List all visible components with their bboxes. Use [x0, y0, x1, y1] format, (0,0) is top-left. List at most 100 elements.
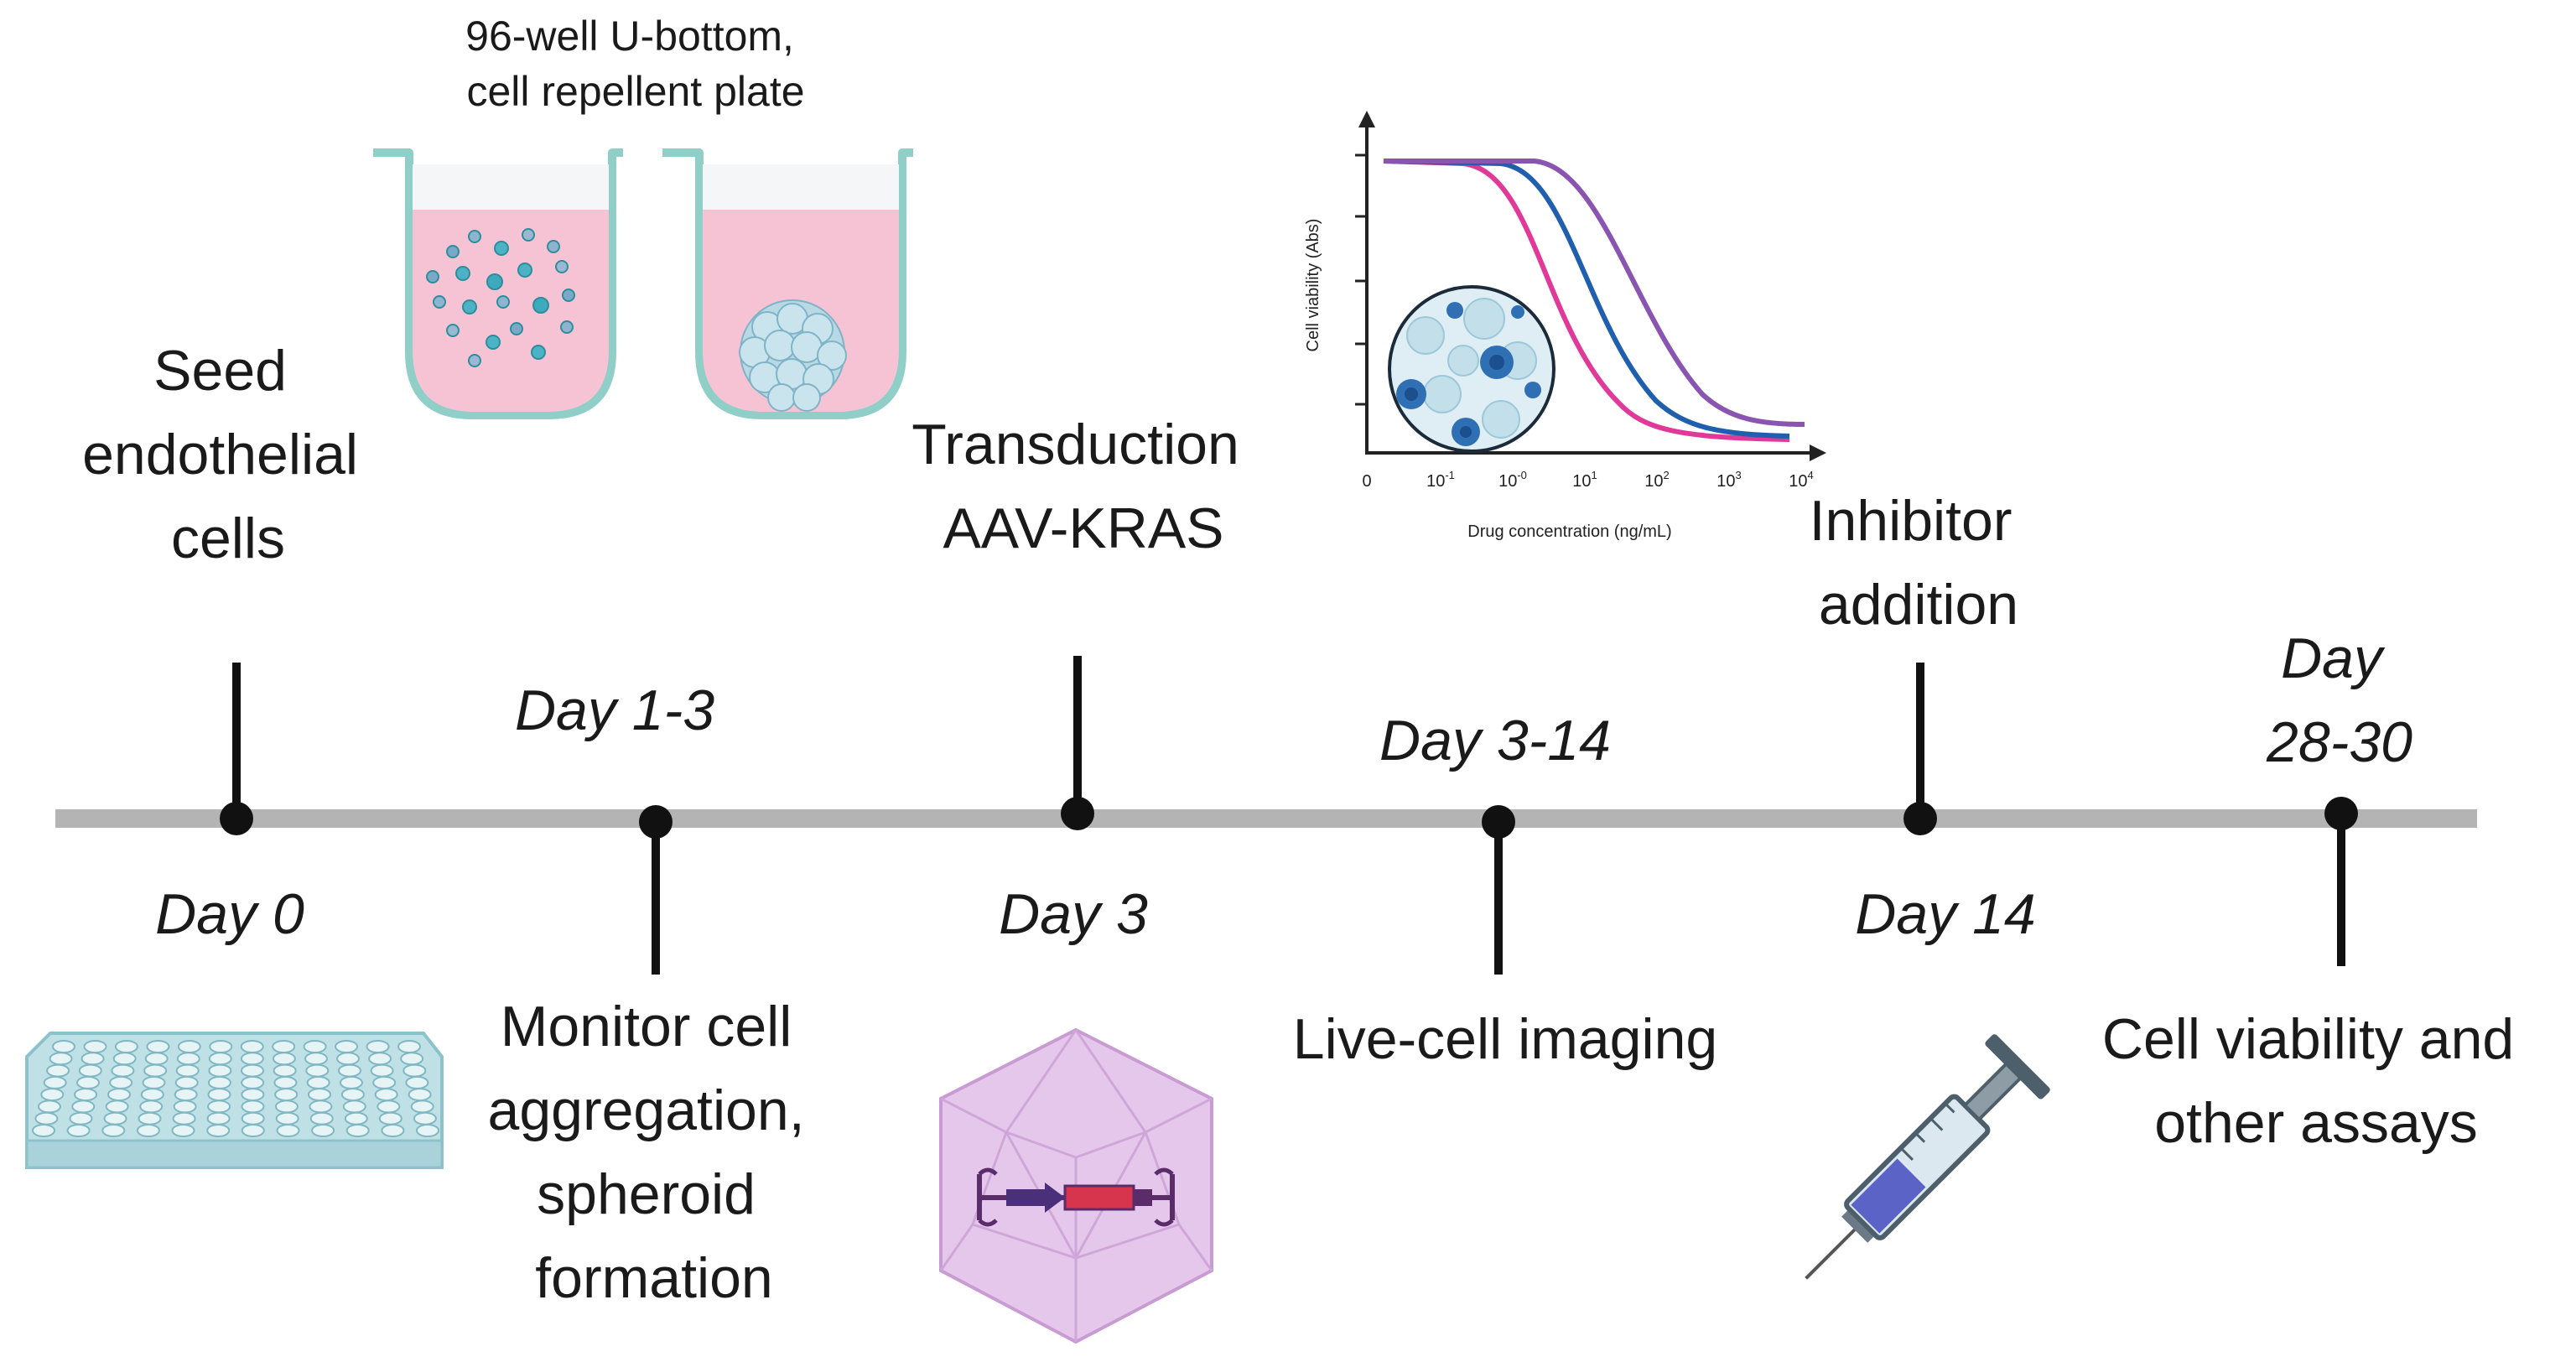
plate-well [43, 1075, 67, 1089]
plate-well [240, 1052, 264, 1066]
day-1-3-label: Day 1-3 [515, 678, 714, 742]
y-axis-arrow [1358, 111, 1375, 127]
plate-well [311, 1124, 335, 1137]
plate-caption: 96-well U-bottom, cell repellent plate [465, 13, 806, 115]
plate-well [144, 1052, 169, 1066]
plate-well [372, 1075, 397, 1089]
timeline-markers [232, 656, 2345, 975]
plate-well [206, 1124, 231, 1137]
plate-well [413, 1111, 437, 1125]
x-tick-label: 102 [1644, 469, 1669, 491]
transduction-label-line: AAV-KRAS [943, 496, 1223, 560]
plate-well [274, 1099, 299, 1114]
plate-well [109, 1075, 133, 1089]
plate-caption-line: cell repellent plate [466, 68, 804, 115]
plate-well [344, 1111, 368, 1125]
marker-dot-day14 [1903, 802, 1937, 835]
plate-well [111, 1063, 135, 1078]
seed-label-line: Seed [153, 339, 287, 403]
plate-well [274, 1088, 299, 1102]
cell-micrograph-inset [1388, 285, 1555, 453]
plate-well [114, 1040, 138, 1053]
plate-well [177, 1040, 201, 1053]
plate-well [107, 1088, 131, 1102]
imaging-label: Live-cell imaging [1293, 1007, 1717, 1071]
plate-well [241, 1099, 265, 1114]
plate-well [136, 1124, 160, 1137]
plate-well [408, 1088, 432, 1102]
plate-well [336, 1052, 360, 1066]
plate-well [40, 1088, 65, 1102]
plate-well [171, 1124, 195, 1137]
plate-well [374, 1088, 398, 1102]
plate-well [83, 1040, 107, 1053]
transduction-label-line: Transduction [911, 413, 1239, 476]
marker-dot-day1-3 [639, 805, 673, 839]
plate-well [80, 1052, 105, 1066]
plate-well [273, 1075, 298, 1089]
marker-dot-day3-14 [1482, 805, 1515, 839]
plate-well [275, 1111, 299, 1125]
plate-well [74, 1088, 98, 1102]
seed-label-line: endothelial [82, 423, 358, 486]
plate-well [66, 1124, 91, 1137]
plate-well [140, 1088, 164, 1102]
plate-well [176, 1052, 200, 1066]
x-tick-label: 101 [1572, 469, 1597, 491]
monitor-label: Monitor cell aggregation, spheroid forma… [488, 995, 821, 1310]
series-curve [1383, 159, 1790, 442]
plate-well [112, 1052, 137, 1066]
plate-well [405, 1075, 429, 1089]
plate-well [69, 1111, 93, 1125]
96-well-plate-illustration [25, 1032, 444, 1169]
plate-well [101, 1124, 126, 1137]
u-well-spheroid-illustration [662, 148, 913, 419]
inhibitor-label-line: addition [1819, 573, 2018, 637]
plate-well [273, 1063, 297, 1078]
plate-well [76, 1075, 100, 1089]
plate-well [174, 1088, 198, 1102]
plate-well [308, 1088, 331, 1102]
seed-label: Seed endothelial cells [82, 339, 374, 570]
assays-label: Cell viability and other assays [2102, 1007, 2530, 1155]
plate-well [272, 1052, 296, 1066]
plate-well [37, 1099, 61, 1114]
dose-response-chart: Cell viability (Abs) Drug concentration … [1304, 111, 1826, 541]
x-axis-label: Drug concentration (ng/mL) [1467, 522, 1671, 541]
plate-wells [32, 1040, 439, 1137]
plate-well [206, 1111, 231, 1125]
plate-well [305, 1063, 330, 1078]
plate-well [241, 1124, 265, 1137]
aav-kras-construct [977, 1167, 1175, 1227]
plate-well [34, 1111, 59, 1125]
seed-label-line: cells [171, 507, 285, 570]
plate-well [368, 1052, 392, 1066]
day-3-label: Day 3 [999, 882, 1148, 946]
day-14-label: Day 14 [1855, 882, 2035, 946]
day-0-label: Day 0 [155, 882, 304, 946]
plate-well [304, 1052, 328, 1066]
plate-well [103, 1111, 127, 1125]
plate-well [342, 1099, 366, 1114]
plate-well [172, 1111, 196, 1125]
x-tick-label: 0 [1362, 472, 1371, 491]
plate-well [78, 1063, 102, 1078]
syringe-illustration [1805, 1034, 2050, 1280]
day-3-14-label: Day 3-14 [1379, 709, 1611, 772]
monitor-label-line: Monitor cell [501, 995, 792, 1058]
x-tick-label: 10-0 [1498, 469, 1527, 491]
plate-well [340, 1088, 365, 1102]
plate-well [306, 1075, 330, 1089]
plate-well [241, 1088, 265, 1102]
day-28-30-line: 28-30 [2266, 710, 2412, 774]
y-ticks [1355, 153, 1367, 406]
plate-well [142, 1075, 166, 1089]
plate-well [410, 1099, 434, 1114]
spheroid [739, 299, 847, 412]
marker-dot-day28-30 [2324, 797, 2358, 830]
plate-well [397, 1040, 421, 1053]
plate-well [208, 1063, 232, 1078]
transduction-label: Transduction AAV-KRAS [911, 413, 1254, 560]
plate-well [370, 1063, 394, 1078]
